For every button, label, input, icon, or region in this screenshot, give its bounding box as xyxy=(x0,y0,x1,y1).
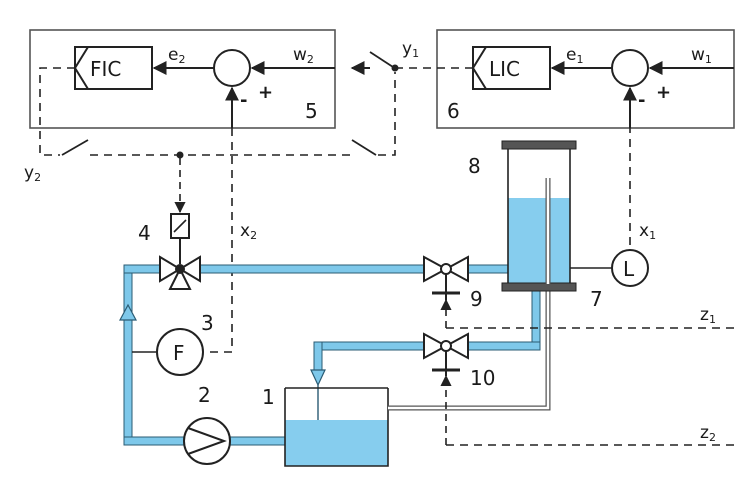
tank-number: 1 xyxy=(262,385,275,409)
label-z1: z1 xyxy=(700,305,716,326)
x2-line xyxy=(210,128,233,353)
fic-block: FIC xyxy=(73,46,153,90)
flow-plus-sign: + xyxy=(258,82,273,103)
controller-number-6: 6 xyxy=(447,99,460,123)
cascade-switch xyxy=(369,51,394,68)
flow-sensor-label: F xyxy=(173,341,185,365)
label-y1: y1 xyxy=(402,39,419,60)
level-plus-sign: + xyxy=(656,82,671,103)
label-e2: e2 xyxy=(168,45,185,66)
label-x2: x2 xyxy=(240,221,257,242)
control-valve-number: 4 xyxy=(138,221,151,245)
flow-minus-sign: - xyxy=(240,90,247,111)
y2-line xyxy=(39,67,75,156)
tank-inlet-arrow xyxy=(310,369,326,387)
level-sensor-label: L xyxy=(623,257,635,281)
controller-number-5: 5 xyxy=(305,99,318,123)
column-number: 8 xyxy=(468,154,481,178)
lic-label: LIC xyxy=(489,57,520,81)
storage-tank xyxy=(284,387,389,467)
manual-valve-10 xyxy=(423,332,469,376)
flow-direction-arrow xyxy=(119,303,137,321)
valve-signal-node xyxy=(176,151,184,159)
flow-sensor-number: 3 xyxy=(201,311,214,335)
summing-junction-level xyxy=(611,49,649,87)
flow-sensor xyxy=(156,328,204,376)
pump-number: 2 xyxy=(198,383,211,407)
y1-node xyxy=(391,64,399,72)
level-controller-panel xyxy=(436,29,735,129)
y1-bypass-line xyxy=(378,72,396,156)
flow-controller-panel xyxy=(29,29,336,129)
label-w2: w2 xyxy=(293,45,314,66)
label-y2: y2 xyxy=(24,163,41,184)
valve-10-number: 10 xyxy=(470,366,495,390)
manual-valve-9 xyxy=(423,255,469,300)
fic-label: FIC xyxy=(90,57,121,81)
level-sensor-number: 7 xyxy=(590,287,603,311)
label-x1: x1 xyxy=(639,221,656,242)
level-column xyxy=(501,140,577,292)
pump xyxy=(183,417,231,465)
switch-y1-bypass xyxy=(351,139,377,156)
label-z2: z2 xyxy=(700,423,716,444)
summing-junction-flow xyxy=(213,49,251,87)
level-sensor xyxy=(611,249,649,287)
switch-y2 xyxy=(61,139,89,156)
lic-block: LIC xyxy=(471,46,551,90)
level-minus-sign: - xyxy=(638,90,645,111)
label-w1: w1 xyxy=(691,45,712,66)
valve-9-number: 9 xyxy=(470,287,483,311)
control-valve xyxy=(159,213,201,290)
label-e1: e1 xyxy=(566,45,583,66)
